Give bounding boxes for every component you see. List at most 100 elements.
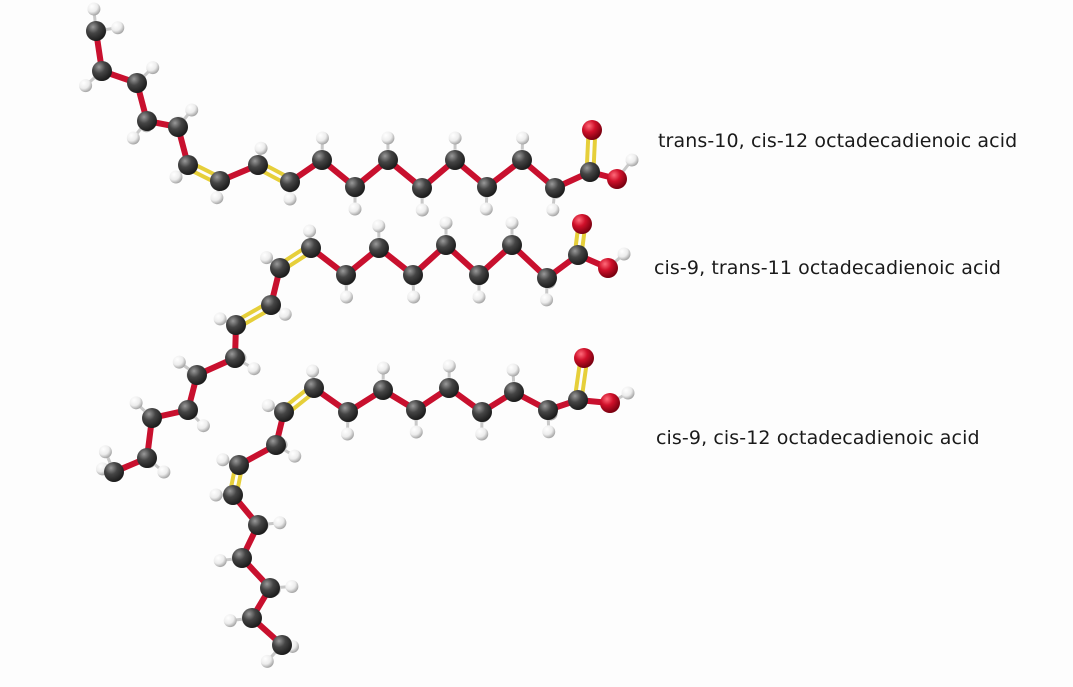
carbon-atom [568, 390, 588, 410]
carbon-atom [412, 178, 432, 198]
hydrogen-atom [285, 580, 299, 594]
hydrogen-atom [260, 251, 274, 265]
carbon-atom [104, 462, 124, 482]
oxygen-atom [574, 348, 594, 368]
carbon-atom [266, 435, 286, 455]
bonds [93, 28, 620, 191]
hydrogen-atom [288, 449, 302, 463]
carbon-atom [439, 378, 459, 398]
carbon-atom [86, 21, 106, 41]
carbon-atom [504, 382, 524, 402]
carbon-atom [369, 238, 389, 258]
carbon-atom [472, 402, 492, 422]
carbon-atom [274, 402, 294, 422]
hydrogen-atom [283, 192, 297, 206]
hydrogen-atom [542, 425, 556, 439]
hydrogen-atom [621, 386, 635, 400]
carbon-atom [178, 400, 198, 420]
oxygen-atom [572, 214, 592, 234]
carbon-atom [301, 238, 321, 258]
carbon-atom [445, 150, 465, 170]
hydrogen-atom [247, 362, 261, 376]
carbon-atom [568, 245, 588, 265]
carbon-atom [168, 117, 188, 137]
carbon-atom [225, 348, 245, 368]
hydrogen-atom [260, 654, 274, 668]
molecule-trans10-cis12 [79, 2, 639, 217]
hydrogen-atom [273, 516, 287, 530]
bonds [227, 355, 613, 648]
carbon-atom [537, 268, 557, 288]
carbon-atom [280, 172, 300, 192]
carbon-atom [229, 455, 249, 475]
hydrogen-atom [261, 399, 275, 413]
carbon-atom [345, 177, 365, 197]
hydrogen-atom [479, 202, 493, 216]
hydrogen-atom [506, 363, 520, 377]
heavy-atoms [223, 348, 620, 655]
carbon-atom [226, 315, 246, 335]
hydrogen-atom [111, 21, 125, 35]
hydrogen-atom [617, 247, 631, 261]
carbon-atom [436, 235, 456, 255]
hydrogen-atom [157, 465, 171, 479]
molecule-label-cis9-cis12: cis-9, cis-12 octadecadienoic acid [656, 427, 980, 449]
carbon-atom [373, 380, 393, 400]
carbon-atom [127, 73, 147, 93]
hydrogen-atom [98, 445, 112, 459]
hydrogen-atom [409, 425, 423, 439]
hydrogen-atom [169, 170, 183, 184]
hydrogen-atom [216, 453, 230, 467]
carbon-atom [477, 177, 497, 197]
carbon-atom [210, 171, 230, 191]
hydrogen-atom [340, 427, 354, 441]
hydrogen-atom [625, 153, 639, 167]
hydrogen-atom [415, 203, 429, 217]
oxygen-atom [582, 120, 602, 140]
hydrogen-atom [516, 131, 530, 145]
oxygen-atom [600, 393, 620, 413]
carbon-atom [137, 448, 157, 468]
hydrogen-atom [213, 312, 227, 326]
carbon-atom [336, 265, 356, 285]
hydrogen-atom [372, 219, 386, 233]
hydrogen-atom [126, 131, 140, 145]
hydrogens [95, 216, 631, 479]
hydrogen-atom [254, 141, 268, 155]
heavy-atoms [104, 214, 618, 482]
hydrogen-atom [448, 131, 462, 145]
hydrogen-atom [196, 419, 210, 433]
carbon-atom [272, 635, 292, 655]
hydrogen-atom [407, 290, 421, 304]
hydrogen-atom [472, 290, 486, 304]
heavy-atoms [86, 21, 627, 198]
hydrogen-atom [185, 103, 199, 117]
carbon-atom [248, 155, 268, 175]
carbon-atom [260, 578, 280, 598]
carbon-atom [312, 150, 332, 170]
carbon-atom [304, 378, 324, 398]
hydrogen-atom [172, 355, 186, 369]
carbon-atom [512, 150, 532, 170]
carbon-atom [406, 400, 426, 420]
carbon-atom [580, 162, 600, 182]
hydrogen-atom [376, 361, 390, 375]
carbon-atom [187, 365, 207, 385]
molecule-cis9-cis12 [209, 348, 635, 668]
hydrogen-atom [129, 396, 143, 410]
molecule-cis9-trans11 [95, 214, 631, 482]
carbon-atom [142, 408, 162, 428]
hydrogen-atom [209, 488, 223, 502]
molecule-label-trans10-cis12: trans-10, cis-12 octadecadienoic acid [658, 130, 1018, 152]
hydrogen-atom [213, 554, 227, 568]
hydrogen-atom [79, 79, 93, 93]
carbon-atom [242, 608, 262, 628]
carbon-atom [338, 402, 358, 422]
carbon-atom [223, 485, 243, 505]
hydrogen-atom [475, 427, 489, 441]
hydrogen-atom [306, 364, 320, 378]
hydrogen-atom [540, 293, 554, 307]
hydrogen-atom [442, 359, 456, 373]
